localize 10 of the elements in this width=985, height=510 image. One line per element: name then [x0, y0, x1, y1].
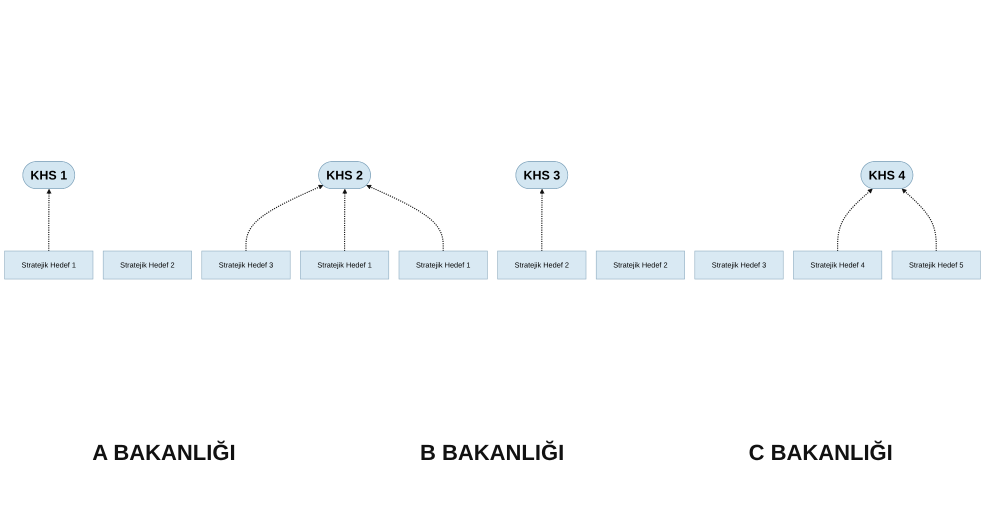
ministry-label: B BAKANLIĞI	[420, 440, 564, 466]
arrow	[46, 188, 52, 251]
arrow	[366, 184, 444, 251]
arrow	[245, 184, 324, 251]
arrow	[342, 188, 348, 251]
ministry-label: C BAKANLIĞI	[748, 440, 893, 466]
arrow	[540, 188, 545, 251]
arrow	[837, 188, 873, 251]
ministry-label: A BAKANLIĞI	[92, 440, 236, 466]
arrow	[902, 188, 937, 251]
